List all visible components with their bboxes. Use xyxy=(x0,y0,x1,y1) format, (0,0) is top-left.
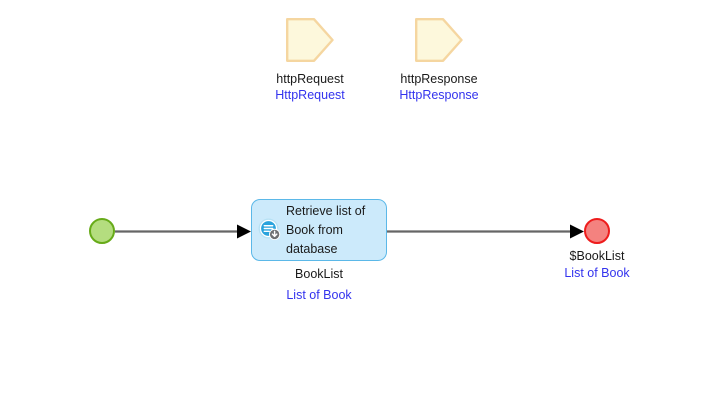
activity-type-label: List of Book xyxy=(286,288,352,302)
parameter-name-label: httpResponse xyxy=(400,72,478,86)
parameter-type-label: HttpRequest xyxy=(275,88,345,102)
parameter-labels: httpRequest HttpRequest xyxy=(275,66,344,103)
start-event-node[interactable] xyxy=(89,218,115,244)
activity-retrieve-booklist[interactable]: Retrieve list of Book from database Book… xyxy=(251,199,387,302)
parameter-name-label: httpRequest xyxy=(276,72,344,86)
retrieve-from-database-icon xyxy=(258,218,282,242)
activity-caption-label: BookList xyxy=(295,267,343,281)
end-event-labels: $BookList List of Book xyxy=(564,248,629,282)
activity-text-label: Retrieve list of Book from database xyxy=(286,203,366,256)
flow-activity-to-end[interactable] xyxy=(387,224,587,240)
end-event-group[interactable]: $BookList List of Book xyxy=(564,218,630,280)
end-event-type-label: List of Book xyxy=(564,266,630,280)
arrow-head-icon xyxy=(570,224,584,239)
parameter-http-request[interactable]: httpRequest HttpRequest xyxy=(275,18,345,102)
parameter-http-response[interactable]: httpResponse HttpResponse xyxy=(399,18,479,102)
parameter-labels: httpResponse HttpResponse xyxy=(399,66,478,103)
arrow-head-icon xyxy=(237,224,251,239)
end-event-caption-label: $BookList xyxy=(569,249,625,263)
activity-labels: BookList List of Book xyxy=(286,264,351,306)
parameter-pentagon-icon xyxy=(415,18,463,62)
parameter-pentagon-icon xyxy=(286,18,334,62)
end-event-node[interactable] xyxy=(584,218,610,244)
flow-start-to-activity[interactable] xyxy=(115,224,255,240)
parameter-type-label: HttpResponse xyxy=(399,88,479,102)
